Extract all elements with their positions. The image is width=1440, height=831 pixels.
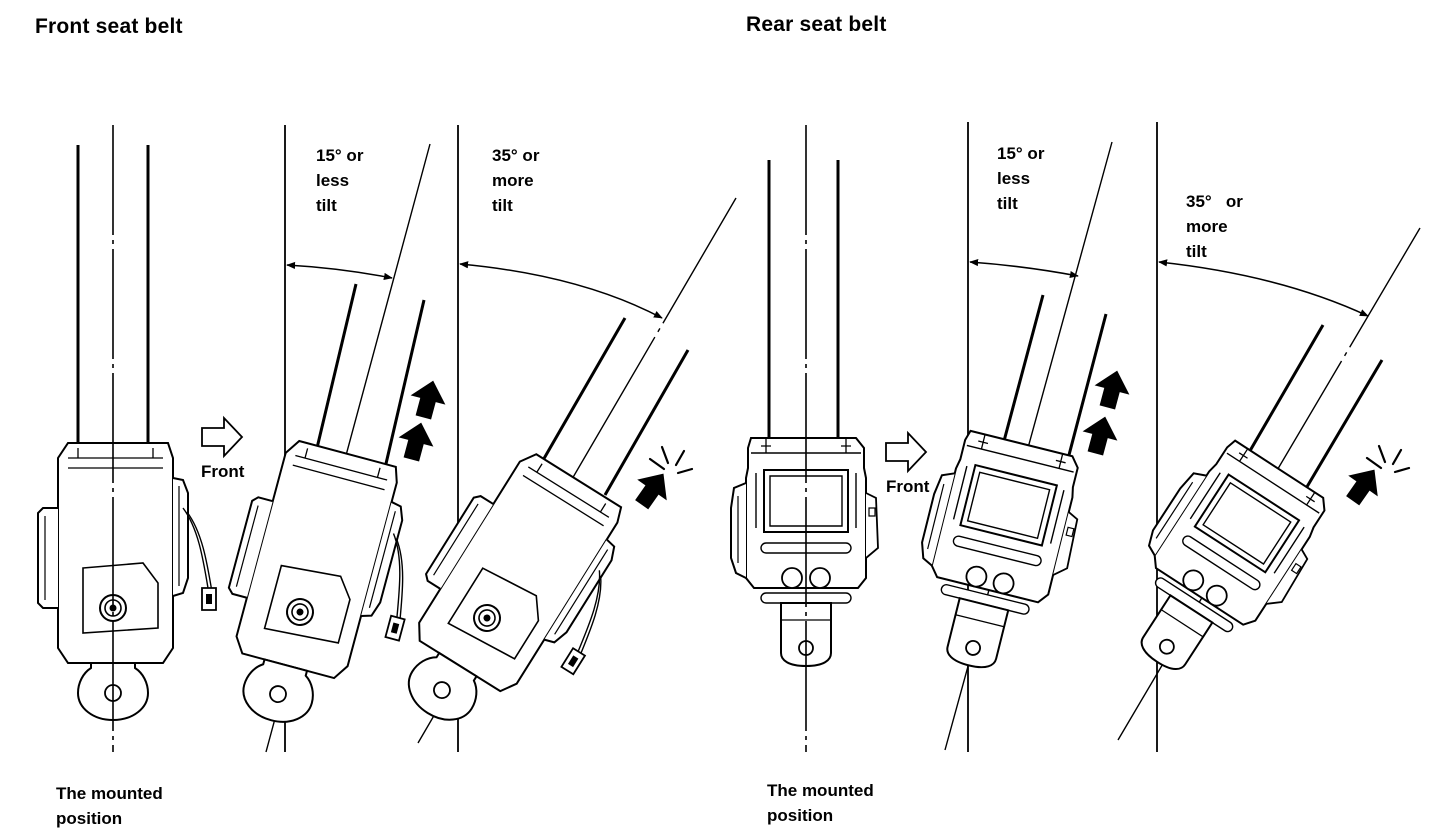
front-belt-tilt-15 <box>197 125 451 752</box>
lock-click-icon <box>1365 444 1411 474</box>
rear-seat-belt-title: Rear seat belt <box>746 13 887 36</box>
front-seat-belt-title: Front seat belt <box>35 15 183 38</box>
front-belt-tilt-35 <box>363 125 736 769</box>
lock-click-icon <box>648 445 694 475</box>
front-belt-mounted <box>37 125 217 752</box>
front-direction-arrow-icon <box>885 432 927 472</box>
rear-belt-tilt-15 <box>894 122 1135 752</box>
pull-arrow-icon <box>405 376 451 423</box>
pull-arrow-icon <box>1089 366 1135 413</box>
pull-arrow-icon <box>1077 412 1123 459</box>
front-direction-label: Front <box>201 462 245 481</box>
pull-arrow-icon <box>626 463 679 516</box>
rear-direction-label: Front <box>886 477 930 496</box>
rear-belt-tilt-35 <box>1093 122 1420 752</box>
pull-arrow-icon <box>393 418 439 465</box>
front-direction-arrow-icon <box>201 417 243 457</box>
rear-belt-mounted <box>730 125 879 752</box>
